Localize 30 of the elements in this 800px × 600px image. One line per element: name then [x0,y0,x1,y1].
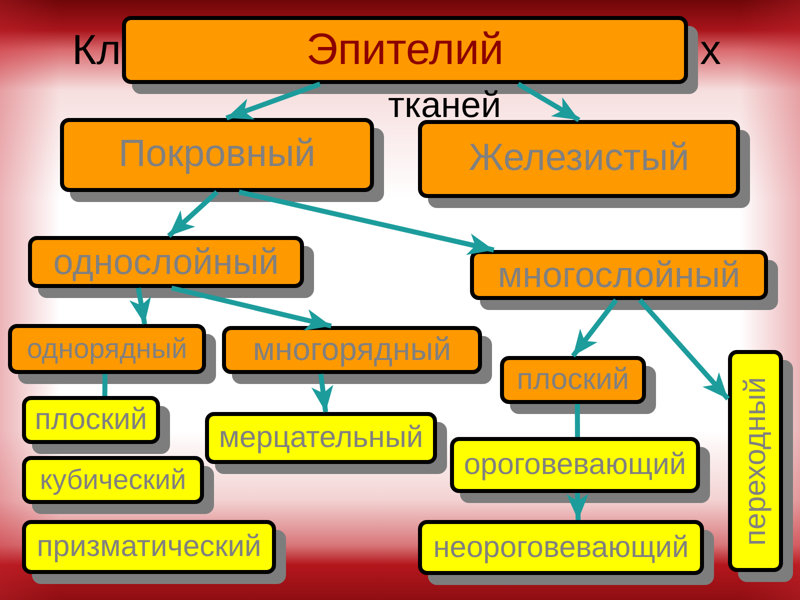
category-label: неороговевающий [433,532,689,564]
category-label: однорядный [26,334,188,364]
connector-line [574,404,580,437]
title-fragment: х [700,28,721,72]
category-label: Эпителий [306,26,504,74]
title-fragment: тканей [388,92,502,118]
category-label: многорядный [252,333,452,367]
title-fragment: Кл [72,28,121,72]
arrow [167,190,219,238]
arrow [516,82,580,122]
connector-line [102,374,108,396]
category-label: плоский [516,364,630,396]
category-label: кубический [40,465,186,495]
arrow [638,298,730,400]
arrow [238,190,494,255]
arrow [571,298,618,358]
arrow [170,286,332,331]
category-label: плоский [34,404,148,436]
category-label: мерцательный [218,422,424,454]
category-label: ороговевающий [464,449,686,481]
arrow [226,82,321,120]
arrow [566,492,589,520]
category-label: Железистый [468,139,690,179]
category-label: многослойный [498,256,740,294]
category-label: призматический [36,531,262,563]
category-label: однослойный [53,243,279,281]
arrow [311,374,334,412]
category-label: переходный [740,376,772,546]
category-label: Покровный [118,135,316,175]
arrow [129,288,152,324]
